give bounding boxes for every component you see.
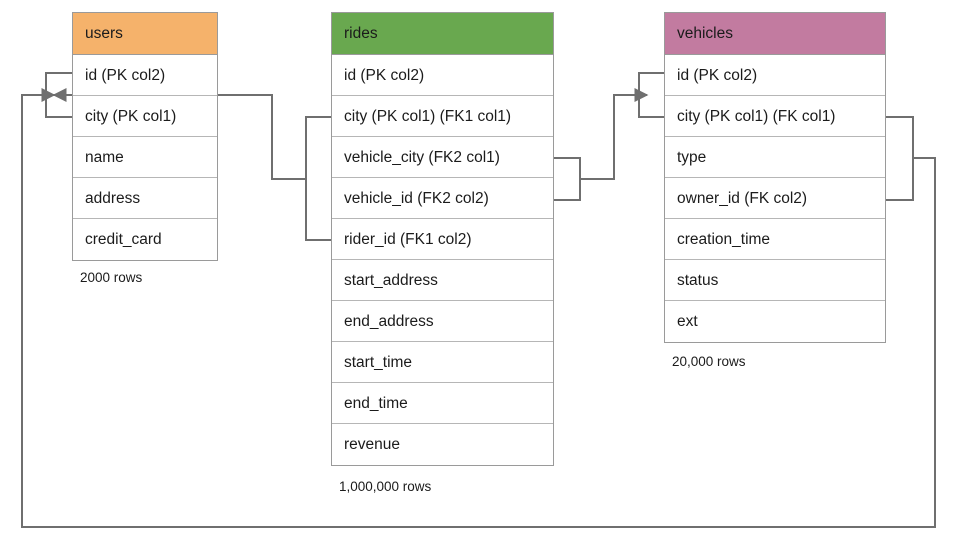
- column-users-id[interactable]: id (PK col2): [73, 55, 217, 96]
- column-rides-vehicle-city[interactable]: vehicle_city (FK2 col1): [332, 137, 553, 178]
- fk2-edge: [580, 88, 649, 180]
- column-vehicles-creation-time[interactable]: creation_time: [665, 219, 885, 260]
- row-count-vehicles: 20,000 rows: [672, 354, 746, 369]
- column-users-credit-card[interactable]: credit_card: [73, 219, 217, 260]
- table-header-rides: rides: [332, 13, 553, 55]
- vehicles-fk-bracket: [886, 116, 914, 201]
- table-vehicles[interactable]: vehicles id (PK col2) city (PK col1) (FK…: [664, 12, 886, 343]
- table-header-users: users: [73, 13, 217, 55]
- column-rides-end-address[interactable]: end_address: [332, 301, 553, 342]
- column-rides-start-address[interactable]: start_address: [332, 260, 553, 301]
- column-users-city[interactable]: city (PK col1): [73, 96, 217, 137]
- vehicles-key-bracket: [638, 72, 664, 118]
- column-rides-vehicle-id[interactable]: vehicle_id (FK2 col2): [332, 178, 553, 219]
- column-rides-end-time[interactable]: end_time: [332, 383, 553, 424]
- column-rides-city[interactable]: city (PK col1) (FK1 col1): [332, 96, 553, 137]
- column-rides-rider-id[interactable]: rider_id (FK1 col2): [332, 219, 553, 260]
- column-vehicles-owner-id[interactable]: owner_id (FK col2): [665, 178, 885, 219]
- column-rides-id[interactable]: id (PK col2): [332, 55, 553, 96]
- column-users-name[interactable]: name: [73, 137, 217, 178]
- table-rides[interactable]: rides id (PK col2) city (PK col1) (FK1 c…: [331, 12, 554, 466]
- table-header-vehicles: vehicles: [665, 13, 885, 55]
- column-rides-revenue[interactable]: revenue: [332, 424, 553, 465]
- users-key-bracket: [45, 72, 72, 118]
- column-vehicles-status[interactable]: status: [665, 260, 885, 301]
- column-users-address[interactable]: address: [73, 178, 217, 219]
- row-count-rides: 1,000,000 rows: [339, 479, 432, 494]
- column-vehicles-id[interactable]: id (PK col2): [665, 55, 885, 96]
- column-vehicles-city[interactable]: city (PK col1) (FK col1): [665, 96, 885, 137]
- table-users[interactable]: users id (PK col2) city (PK col1) name a…: [72, 12, 218, 261]
- rides-fk2-bracket: [554, 157, 581, 201]
- row-count-users: 2000 rows: [80, 270, 143, 285]
- rides-fk1-bracket: [305, 116, 331, 241]
- column-vehicles-type[interactable]: type: [665, 137, 885, 178]
- column-rides-start-time[interactable]: start_time: [332, 342, 553, 383]
- column-vehicles-ext[interactable]: ext: [665, 301, 885, 342]
